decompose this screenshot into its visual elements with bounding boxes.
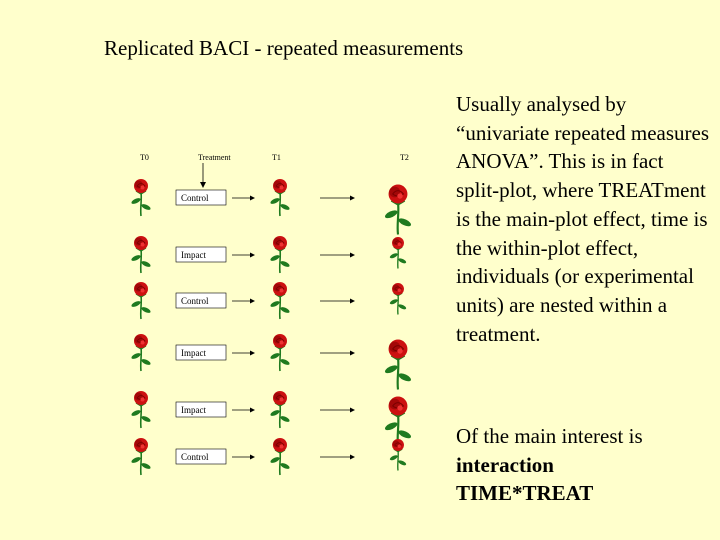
- arrow-to-t1: [232, 195, 255, 201]
- treatment-box: [175, 246, 227, 263]
- arrow-to-t2: [320, 252, 355, 258]
- diagram-row: Control: [131, 438, 407, 476]
- arrow-to-t1: [232, 350, 255, 356]
- conclusion-text: Of the main interest is: [456, 424, 643, 448]
- conclusion-bold-line1: interaction: [456, 452, 554, 477]
- rose-t1: [270, 438, 290, 476]
- arrow-to-t1: [232, 407, 255, 413]
- rose-t2: [389, 439, 407, 471]
- slide-title: Replicated BACI - repeated measurements: [104, 36, 464, 60]
- rose-t2: [385, 184, 411, 235]
- arrow-to-t1: [232, 252, 255, 258]
- header-t0: T0: [140, 153, 149, 162]
- header-treatment: Treatment: [198, 153, 231, 162]
- rose-t0: [131, 334, 151, 372]
- treatment-box: [175, 344, 227, 361]
- rose-t2: [385, 339, 411, 390]
- rose-t0: [131, 391, 151, 429]
- treatment-label: Impact: [181, 348, 206, 358]
- arrow-to-t2: [320, 195, 355, 201]
- rose-t1: [270, 282, 290, 320]
- diagram-row: Impact: [131, 391, 411, 447]
- arrow-to-t2: [320, 454, 355, 460]
- diagram-row: Control: [131, 282, 407, 320]
- rose-t1: [270, 179, 290, 217]
- treatment-box: [175, 448, 227, 465]
- rose-t0: [131, 179, 151, 217]
- rose-t2: [389, 283, 407, 315]
- treatment-label: Control: [181, 193, 209, 203]
- conclusion-paragraph: Of the main interest is interaction TIME…: [456, 422, 711, 508]
- description-paragraph: Usually analysed by “univariate repeated…: [456, 92, 710, 346]
- rose-t0: [131, 438, 151, 476]
- header-t2: T2: [400, 153, 409, 162]
- conclusion-bold-line2: TIME*TREAT: [456, 481, 594, 506]
- diagram-row: Control: [131, 179, 411, 235]
- treatment-label: Control: [181, 296, 209, 306]
- treatment-label: Control: [181, 452, 209, 462]
- rose-t2: [389, 237, 407, 269]
- rose-t0: [131, 236, 151, 274]
- arrow-to-t1: [232, 454, 255, 460]
- diagram-row: Impact: [131, 334, 411, 390]
- rose-t1: [270, 334, 290, 372]
- rose-t1: [270, 236, 290, 274]
- treatment-box: [175, 401, 227, 418]
- rose-t0: [131, 282, 151, 320]
- arrow-to-t1: [232, 298, 255, 304]
- treatment-box: [175, 292, 227, 309]
- arrow-to-t2: [320, 407, 355, 413]
- treatment-label: Impact: [181, 250, 206, 260]
- arrow-to-t2: [320, 298, 355, 304]
- treatment-label: Impact: [181, 405, 206, 415]
- rose-t1: [270, 391, 290, 429]
- treatment-box: [175, 189, 227, 206]
- header-t1: T1: [272, 153, 281, 162]
- diagram-row: Impact: [131, 236, 407, 274]
- rose-t2: [385, 396, 411, 447]
- arrow-to-t2: [320, 350, 355, 356]
